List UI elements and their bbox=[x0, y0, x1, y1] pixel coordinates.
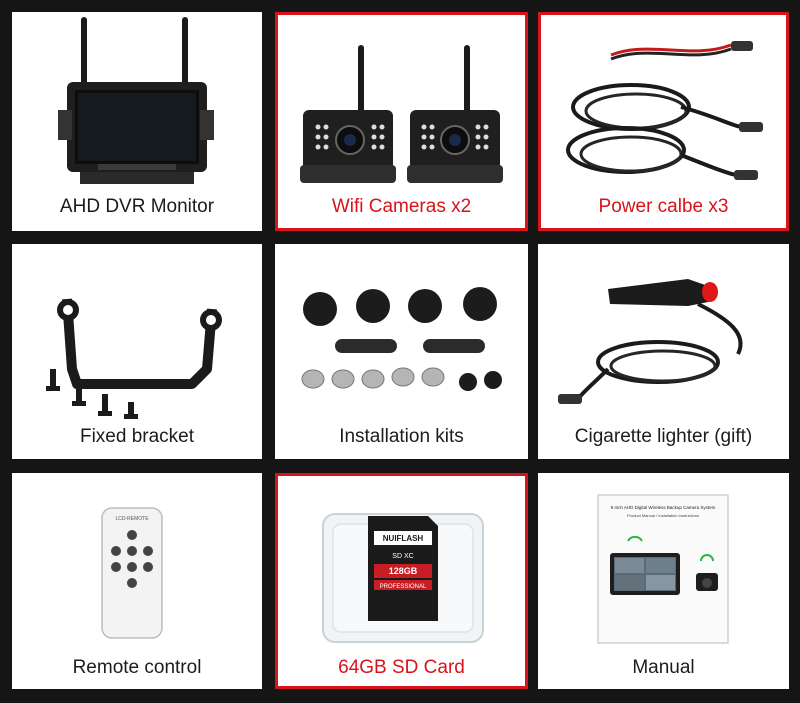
bracket-image bbox=[46, 298, 222, 419]
wifi-camera-image bbox=[300, 45, 503, 183]
remote-control-image: LCD-REMOTE bbox=[101, 507, 163, 639]
item-label: Remote control bbox=[72, 657, 202, 678]
item-card-cigarette-lighter: Cigarette lighter (gift) bbox=[538, 244, 789, 459]
power-cable-image bbox=[566, 41, 763, 180]
manual-image: 9 Inch AHD Digital Wireless Backup Camer… bbox=[597, 494, 729, 644]
sd-capacity-text: 128GB bbox=[389, 566, 418, 576]
remote-brand-text: LCD-REMOTE bbox=[115, 516, 149, 522]
item-label: AHD DVR Monitor bbox=[59, 196, 215, 217]
sd-grade-text: PROFESSIONAL bbox=[380, 584, 427, 590]
cigarette-lighter-image bbox=[558, 279, 743, 404]
manual-subtitle-text: Product Manual / Installation Instructio… bbox=[627, 513, 699, 518]
sd-card-image: NUIFLASH SD XC 128GB PROFESSIONAL bbox=[322, 513, 484, 643]
installation-kit-image bbox=[301, 287, 502, 391]
item-card-power-cable: Power calbe x3 bbox=[538, 12, 789, 231]
manual-title-text: 9 Inch AHD Digital Wireless Backup Camer… bbox=[611, 505, 716, 510]
item-label: 64GB SD Card bbox=[338, 657, 465, 678]
sd-brand-text: NUIFLASH bbox=[383, 534, 424, 543]
item-label: Power calbe x3 bbox=[598, 196, 729, 217]
sd-type-text: SD XC bbox=[392, 553, 413, 560]
monitor-image bbox=[58, 17, 214, 184]
item-card-bracket: Fixed bracket bbox=[12, 244, 262, 459]
item-card-remote-control: LCD-REMOTE Remote control bbox=[12, 473, 262, 689]
item-card-monitor: AHD DVR Monitor bbox=[12, 12, 262, 231]
item-card-sd-card: NUIFLASH SD XC 128GB PROFESSIONAL 64GB S… bbox=[275, 473, 528, 689]
item-card-wifi-cameras: Wifi Cameras x2 bbox=[275, 12, 528, 231]
item-label: Installation kits bbox=[339, 426, 464, 447]
item-label: Fixed bracket bbox=[79, 426, 195, 447]
item-card-installation-kit: Installation kits bbox=[275, 244, 528, 459]
item-card-manual: 9 Inch AHD Digital Wireless Backup Camer… bbox=[538, 473, 789, 689]
item-label: Manual bbox=[632, 657, 695, 678]
item-label: Wifi Cameras x2 bbox=[331, 196, 472, 217]
item-label: Cigarette lighter (gift) bbox=[574, 426, 753, 447]
